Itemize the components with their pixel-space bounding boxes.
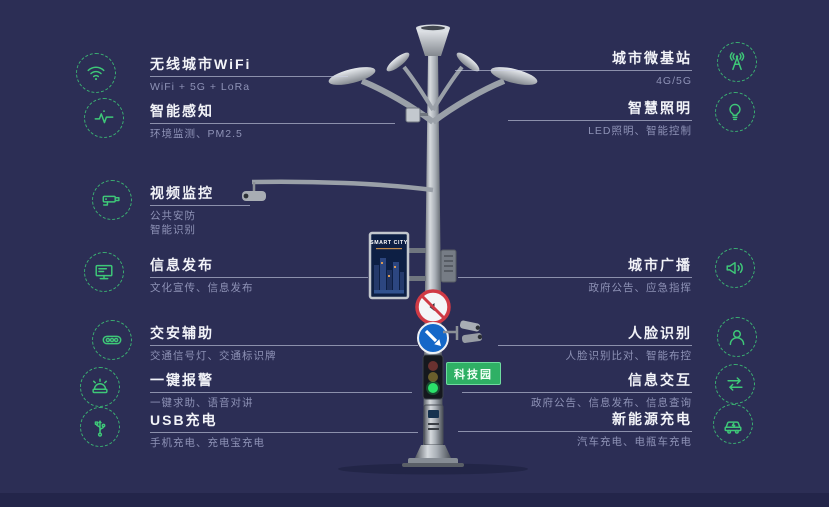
feature-info-publish: 信息发布 文化宣传、信息发布 bbox=[150, 257, 368, 295]
connector-line bbox=[455, 70, 692, 71]
footer-band bbox=[0, 493, 829, 507]
feature-title: 一键报警 bbox=[150, 372, 214, 388]
lamp-arms bbox=[360, 65, 506, 125]
feature-title: 人脸识别 bbox=[628, 325, 692, 341]
feature-subtitle: 4G/5G bbox=[656, 75, 692, 87]
feature-info-interaction: 信息交互 政府公告、信息发布、信息查询 bbox=[462, 372, 692, 410]
lamp-head-left bbox=[328, 67, 376, 85]
connector-line bbox=[150, 345, 418, 346]
cctv-camera bbox=[242, 182, 266, 201]
feature-subtitle: 一键求助、语音对讲 bbox=[150, 397, 254, 409]
feature-subtitle: LED照明、智能控制 bbox=[588, 125, 692, 137]
street-pole-illustration: SMART CITY bbox=[220, 20, 620, 475]
sensing-icon bbox=[84, 98, 124, 138]
lamp-arm-left bbox=[360, 78, 435, 125]
info-screen-icon bbox=[84, 252, 124, 292]
connector-line bbox=[150, 123, 395, 124]
exchange-icon bbox=[715, 364, 755, 404]
broadcast-box bbox=[440, 249, 457, 283]
feature-title: 交安辅助 bbox=[150, 325, 214, 341]
feature-title: 新能源充电 bbox=[612, 411, 692, 427]
feature-title: 城市微基站 bbox=[612, 50, 692, 66]
feature-title: 智慧照明 bbox=[628, 100, 692, 116]
usb-icon bbox=[80, 407, 120, 447]
no-horn-sign bbox=[415, 289, 451, 325]
feature-cctv: 视频监控 公共安防 智能识别 bbox=[150, 185, 250, 237]
feature-title: 城市广播 bbox=[628, 257, 692, 273]
feature-sensing: 智能感知 环境监测、PM2.5 bbox=[150, 103, 395, 141]
feature-subtitle: 人脸识别比对、智能布控 bbox=[565, 350, 692, 362]
traffic-signal-icon bbox=[92, 320, 132, 360]
connector-line bbox=[458, 277, 692, 278]
wifi-icon bbox=[76, 53, 116, 93]
connector-line bbox=[462, 392, 692, 393]
feature-subtitle: 政府公告、信息发布、信息查询 bbox=[531, 397, 692, 409]
feature-broadcast: 城市广播 政府公告、应急指挥 bbox=[458, 257, 692, 295]
feature-wifi: 无线城市WiFi WiFi + 5G + LoRa bbox=[150, 56, 348, 94]
connector-line bbox=[150, 392, 412, 393]
speaker-icon bbox=[715, 248, 755, 288]
feature-subtitle: 政府公告、应急指挥 bbox=[588, 282, 692, 294]
top-lamp bbox=[416, 24, 450, 56]
display-screen: SMART CITY bbox=[368, 231, 426, 300]
lamp-arm-right bbox=[431, 78, 506, 125]
face-icon bbox=[717, 317, 757, 357]
feature-micro-station: 城市微基站 4G/5G bbox=[455, 50, 692, 88]
feature-subtitle-2: 智能识别 bbox=[150, 224, 196, 236]
camera-arm bbox=[251, 179, 434, 193]
lamp-arm-inner-left bbox=[402, 65, 435, 112]
ev-car-icon bbox=[713, 404, 753, 444]
traffic-light bbox=[422, 354, 444, 400]
lamp-leaf-left bbox=[386, 52, 410, 72]
feature-subtitle: WiFi + 5G + LoRa bbox=[150, 81, 251, 93]
arrow-sign bbox=[417, 322, 449, 354]
sensor-device bbox=[405, 107, 428, 123]
connector-line bbox=[150, 205, 250, 206]
feature-subtitle: 汽车充电、电瓶车充电 bbox=[577, 436, 692, 448]
cctv-icon bbox=[92, 180, 132, 220]
screen-title-text: SMART CITY bbox=[370, 240, 408, 246]
feature-subtitle: 公共安防 bbox=[150, 210, 196, 222]
lamp-leaf-right bbox=[456, 52, 480, 72]
tech-park-sign: 科技园 bbox=[446, 362, 501, 385]
connector-line bbox=[458, 431, 692, 432]
charging-station bbox=[423, 404, 444, 446]
feature-title: 无线城市WiFi bbox=[150, 56, 252, 72]
feature-subtitle: 交通信号灯、交通标识牌 bbox=[150, 350, 277, 362]
feature-subtitle: 手机充电、充电宝充电 bbox=[150, 437, 265, 449]
alarm-icon bbox=[80, 367, 120, 407]
connector-line bbox=[150, 432, 418, 433]
feature-title: USB充电 bbox=[150, 412, 218, 428]
connector-line bbox=[150, 277, 368, 278]
feature-face-recognition: 人脸识别 人脸识别比对、智能布控 bbox=[498, 325, 692, 363]
feature-traffic-assist: 交安辅助 交通信号灯、交通标识牌 bbox=[150, 325, 418, 363]
feature-lighting: 智慧照明 LED照明、智能控制 bbox=[508, 100, 692, 138]
surveillance-cameras bbox=[443, 320, 483, 343]
feature-subtitle: 环境监测、PM2.5 bbox=[150, 128, 243, 140]
feature-subtitle: 文化宣传、信息发布 bbox=[150, 282, 254, 294]
feature-title: 信息发布 bbox=[150, 257, 214, 273]
street-pole: SMART CITY bbox=[242, 24, 538, 475]
pole-base bbox=[402, 445, 464, 467]
feature-title: 智能感知 bbox=[150, 103, 214, 119]
feature-title: 视频监控 bbox=[150, 185, 214, 201]
bulb-icon bbox=[715, 92, 755, 132]
lamp-arm-inner-right bbox=[431, 65, 464, 112]
connector-line bbox=[498, 345, 692, 346]
antenna-icon bbox=[717, 42, 757, 82]
ground-shadow bbox=[338, 463, 528, 475]
feature-alarm: 一键报警 一键求助、语音对讲 bbox=[150, 372, 412, 410]
feature-ev-charge: 新能源充电 汽车充电、电瓶车充电 bbox=[458, 411, 692, 449]
feature-usb-charge: USB充电 手机充电、充电宝充电 bbox=[150, 412, 418, 450]
feature-title: 信息交互 bbox=[628, 372, 692, 388]
connector-line bbox=[150, 76, 348, 77]
lamp-head-right bbox=[490, 67, 538, 85]
connector-line bbox=[508, 120, 692, 121]
